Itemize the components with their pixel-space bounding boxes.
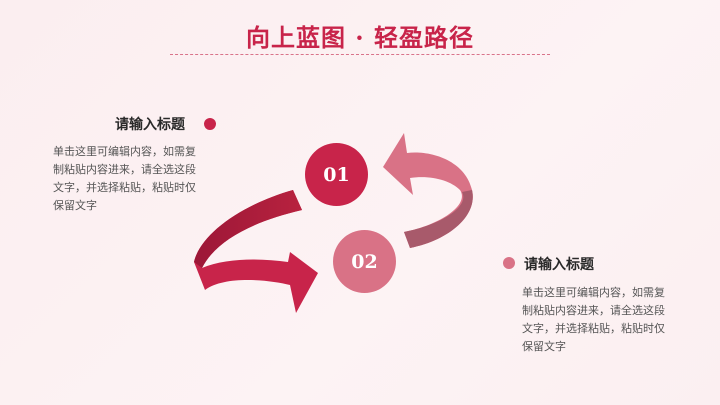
step-01-body: 单击这里可编辑内容，如需复制粘贴内容进来，请全选这段文字，并选择粘贴，粘贴时仅保… xyxy=(53,145,196,212)
step-01-circle: 01 xyxy=(305,143,368,206)
step-02-dot xyxy=(503,257,515,269)
left-arrow xyxy=(194,190,318,313)
step-01-dot xyxy=(204,118,216,130)
step-01-heading: 请输入标题 xyxy=(115,117,185,133)
step-02-circle: 02 xyxy=(333,230,396,293)
step-02-heading: 请输入标题 xyxy=(524,257,594,273)
slide-title: 向上蓝图 · 轻盈路径 xyxy=(245,23,475,52)
title-divider xyxy=(170,54,550,55)
step-02-body: 单击这里可编辑内容，如需复制粘贴内容进来，请全选这段文字，并选择粘贴，粘贴时仅保… xyxy=(522,286,665,353)
